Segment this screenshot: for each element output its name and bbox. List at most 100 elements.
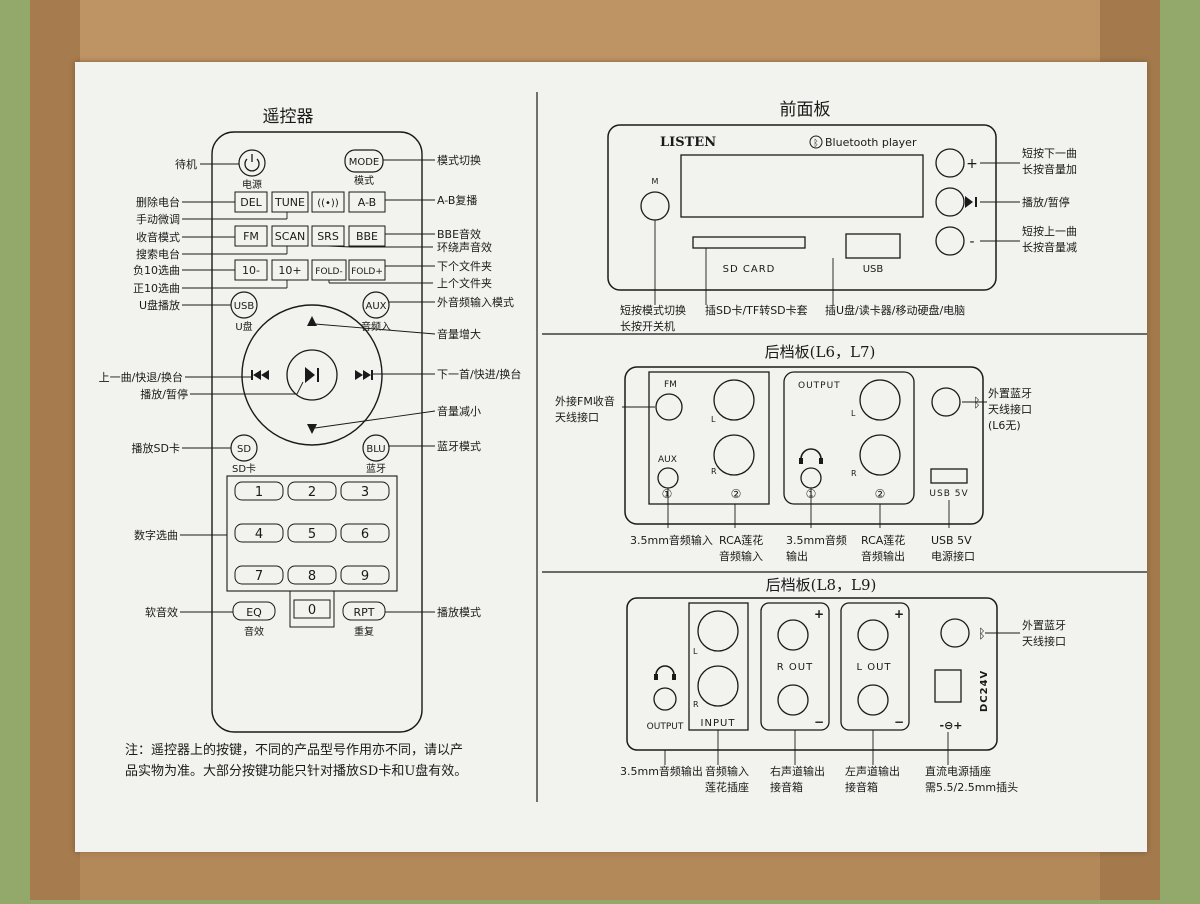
bbe-button[interactable]	[348, 225, 386, 247]
m-key-label: M	[652, 177, 659, 186]
rear2-dc24v-label: DC24V	[979, 670, 990, 712]
l-out-positive[interactable]	[857, 619, 889, 651]
rear2-rout-label: R OUT	[777, 662, 813, 673]
vol-down-arrow-icon[interactable]	[307, 424, 317, 434]
next-icon[interactable]	[355, 370, 371, 380]
callout-rear1-fm-2: 天线接口	[555, 410, 599, 424]
prev-icon[interactable]	[253, 370, 269, 380]
rca-out-left[interactable]	[859, 379, 901, 421]
prev-vol-down-button[interactable]	[935, 226, 965, 256]
eq-button[interactable]	[232, 601, 276, 621]
bluetooth-waves-icon: ((•))	[317, 198, 339, 209]
blu-button[interactable]	[362, 434, 390, 462]
key-2[interactable]	[287, 481, 337, 501]
rear2-bt-antenna-jack[interactable]	[940, 618, 970, 648]
scan-button[interactable]	[271, 225, 309, 247]
play-pause-button[interactable]	[286, 349, 338, 401]
rear2-in-l: L	[693, 647, 698, 656]
callout-search-station: 搜索电台	[136, 247, 180, 261]
l-out-negative[interactable]	[857, 684, 889, 716]
aux-in-jack[interactable]	[657, 467, 679, 489]
front-play-pause-icon	[965, 196, 973, 208]
callout-aux-mode: 外音频输入模式	[437, 295, 514, 309]
key-7[interactable]	[234, 565, 284, 585]
rear1-usb5v-label: USB 5V	[929, 489, 968, 499]
eq-key: EQ	[246, 606, 262, 619]
callout-soft-effect: 软音效	[145, 605, 178, 619]
key-1[interactable]	[234, 481, 284, 501]
remote-leader-lines	[180, 159, 436, 613]
key-7-label: 7	[255, 569, 263, 584]
callout-rear2-rca-in-1: 音频输入	[705, 764, 749, 778]
callout-mode-switch: 模式切换	[437, 153, 481, 167]
fm-antenna-jack[interactable]	[655, 393, 683, 421]
rca-out-right[interactable]	[859, 434, 901, 476]
callout-front-usb: 插U盘/读卡器/移动硬盘/电脑	[825, 303, 965, 317]
next-vol-up-button[interactable]	[935, 148, 965, 178]
power-button[interactable]	[238, 149, 266, 177]
callout-prev-folder: 上个文件夹	[437, 276, 492, 290]
rear2-rca-in-right[interactable]	[697, 665, 739, 707]
front-panel-title: 前面板	[780, 100, 831, 120]
jack-out-35mm[interactable]	[800, 467, 822, 489]
callout-front-prev-1: 短按上一曲	[1022, 224, 1077, 238]
rear2-rca-in-left[interactable]	[697, 610, 739, 652]
callout-play-mode: 播放模式	[437, 605, 481, 619]
rear1-in-l: L	[711, 415, 716, 424]
rear1-circle2-in: ②	[731, 487, 742, 501]
r-out-negative[interactable]	[777, 684, 809, 716]
fm-button[interactable]	[234, 225, 268, 247]
headphone-icon-right	[819, 458, 823, 464]
key-8[interactable]	[287, 565, 337, 585]
aux-button[interactable]	[362, 291, 390, 319]
rear2-jack-out[interactable]	[653, 687, 677, 711]
plus10-button[interactable]	[271, 259, 309, 281]
bluetooth-icon-glyph: ᛒ	[813, 138, 818, 149]
callout-front-next-1: 短按下一曲	[1022, 146, 1077, 160]
rear2-headphone-left	[654, 674, 658, 680]
rpt-button[interactable]	[342, 601, 386, 621]
vol-up-arrow-icon[interactable]	[307, 316, 317, 326]
tune-key: TUNE	[274, 196, 305, 209]
dc-power-socket[interactable]	[934, 669, 962, 703]
nav-ring[interactable]	[241, 304, 383, 446]
rear1-output-label: OUTPUT	[798, 381, 841, 391]
m-knob[interactable]	[640, 191, 670, 221]
play-icon	[305, 367, 315, 383]
rear2-title: 后档板(L8，L9)	[766, 576, 877, 594]
ab-button[interactable]	[348, 191, 386, 213]
usb-5v-port[interactable]	[930, 468, 968, 484]
callout-rear1-bt-2: 天线接口	[988, 402, 1032, 416]
key-6[interactable]	[340, 523, 390, 543]
key-0[interactable]	[293, 599, 331, 619]
pause-icon-bar	[317, 368, 319, 382]
front-bt-player: Bluetooth player	[825, 136, 917, 149]
callout-front-sd: 插SD卡/TF转SD卡套	[705, 303, 808, 317]
key-9[interactable]	[340, 565, 390, 585]
key-5[interactable]	[287, 523, 337, 543]
fold-plus-button[interactable]	[348, 259, 386, 281]
bluetooth-pair-button[interactable]	[311, 191, 345, 213]
sd-card-slot[interactable]	[692, 236, 806, 249]
front-play-pause-button[interactable]	[935, 187, 965, 217]
key-3[interactable]	[340, 481, 390, 501]
fm-key: FM	[243, 230, 259, 243]
key-1-label: 1	[255, 485, 263, 500]
zero-frame	[289, 590, 335, 628]
r-out-positive[interactable]	[777, 619, 809, 651]
key-0-label: 0	[308, 603, 316, 618]
key-4[interactable]	[234, 523, 284, 543]
rear2-rout-plus: +	[814, 607, 824, 621]
usb-port[interactable]	[845, 233, 901, 259]
mode-button[interactable]	[344, 149, 384, 173]
callout-radio-mode: 收音模式	[136, 230, 180, 244]
callout-front-mode-2: 长按开关机	[620, 319, 675, 333]
callout-vol-up: 音量增大	[437, 327, 481, 341]
rca-in-left[interactable]	[713, 379, 755, 421]
rear1-out-r: R	[851, 469, 857, 478]
tune-button[interactable]	[271, 191, 309, 213]
callout-rear1-rca-in-2: 音频输入	[719, 549, 763, 563]
fold-minus-key: FOLD-	[315, 267, 342, 277]
rca-in-right[interactable]	[713, 434, 755, 476]
rear1-bt-antenna-jack[interactable]	[931, 387, 961, 417]
